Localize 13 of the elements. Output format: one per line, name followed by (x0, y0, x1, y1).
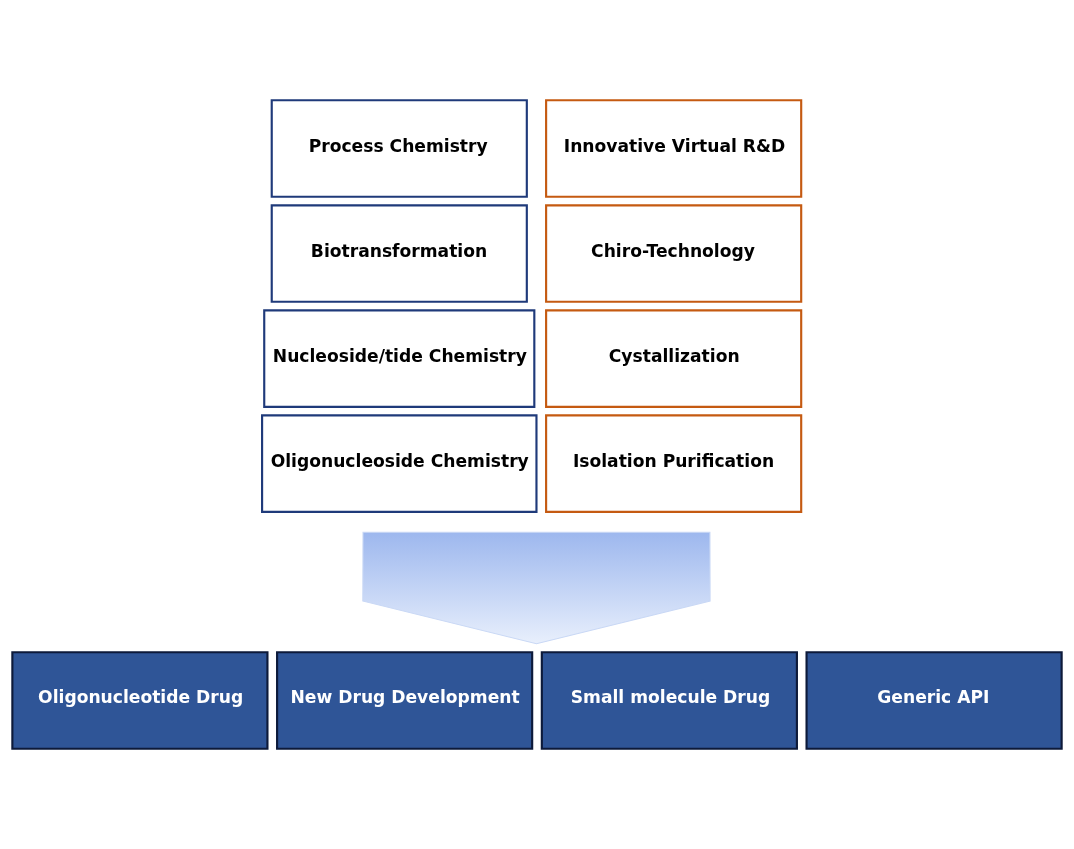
node-box: Small molecule Drug (540, 651, 798, 750)
node-arrow (362, 531, 711, 645)
node-box: Process Chemistry (270, 99, 528, 198)
node-box: Generic API (805, 651, 1063, 750)
node-box: Isolation Purification (545, 414, 803, 513)
node-box: Innovative Virtual R&D (545, 99, 803, 198)
node-box: Oligonucleoside Chemistry (261, 414, 538, 513)
node-box: New Drug Development (276, 651, 534, 750)
node-box: Chiro-Technology (545, 204, 803, 303)
node-box: Biotransformation (270, 204, 528, 303)
node-box: Cystallization (545, 309, 803, 408)
node-box: Oligonucleotide Drug (11, 651, 269, 750)
node-box: Nucleoside/tide Chemistry (263, 309, 536, 408)
